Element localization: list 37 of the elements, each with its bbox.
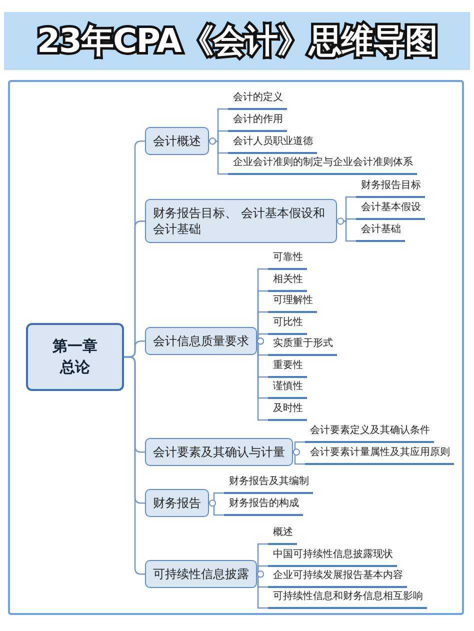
subtopic-item: 会计人员职业道德	[228, 133, 317, 154]
topic-box: 可持续性信息披露	[145, 560, 257, 588]
central-topic-box: 第一章总论	[26, 323, 124, 391]
subtopic-item: 中国可持续性信息披露现状	[268, 546, 397, 567]
subtopic-item: 会计基础	[356, 221, 405, 242]
subtopic-item: 会计的定义	[228, 89, 287, 110]
subtopic-item: 重要性	[268, 357, 307, 378]
connector-line	[256, 338, 268, 421]
connector-line	[293, 448, 305, 465]
subtopic-item: 企业可持续发展报告基本内容	[268, 567, 407, 588]
topic-box: 财务报告	[145, 489, 209, 518]
topic-box: 会计概述	[145, 127, 209, 156]
topic-box: 会计要素及其确认与计量	[145, 438, 293, 466]
subtopic-item: 会计要素定义及其确认条件	[305, 422, 434, 443]
topic-box: 会计信息质量要求	[145, 327, 257, 356]
subtopic-item: 会计的作用	[228, 111, 287, 132]
subtopic-item: 可理解性	[268, 292, 317, 313]
subtopic-item: 财务报告的构成	[224, 495, 303, 516]
subtopic-item: 及时性	[268, 400, 307, 421]
subtopic-item: 概述	[268, 524, 297, 545]
subtopic-item: 会计基本假设	[356, 199, 425, 220]
subtopic-item: 谨慎性	[268, 378, 307, 399]
subtopic-item: 可比性	[268, 314, 307, 335]
subtopic-item: 相关性	[268, 271, 307, 292]
subtopic-item: 会计要素计量属性及其应用原则	[305, 444, 454, 465]
connector-line	[209, 500, 224, 516]
subtopic-item: 可持续性信息和财务信息相互影响	[268, 588, 427, 609]
subtopic-item: 财务报告目标	[356, 177, 425, 198]
title: 23年CPA《会计》思维导图	[37, 20, 437, 62]
topic-box: 财务报告目标、 会计基本假设和会计基础	[145, 199, 337, 244]
connector-line	[209, 138, 228, 175]
connector-line	[337, 218, 356, 242]
subtopic-item: 实质重于形式	[268, 335, 337, 356]
subtopic-item: 企业会计准则的制定与企业会计准则体系	[228, 154, 417, 175]
subtopic-item: 可靠性	[268, 249, 307, 270]
subtopic-item: 财务报告及其编制	[224, 473, 313, 494]
connector-line	[256, 570, 268, 609]
